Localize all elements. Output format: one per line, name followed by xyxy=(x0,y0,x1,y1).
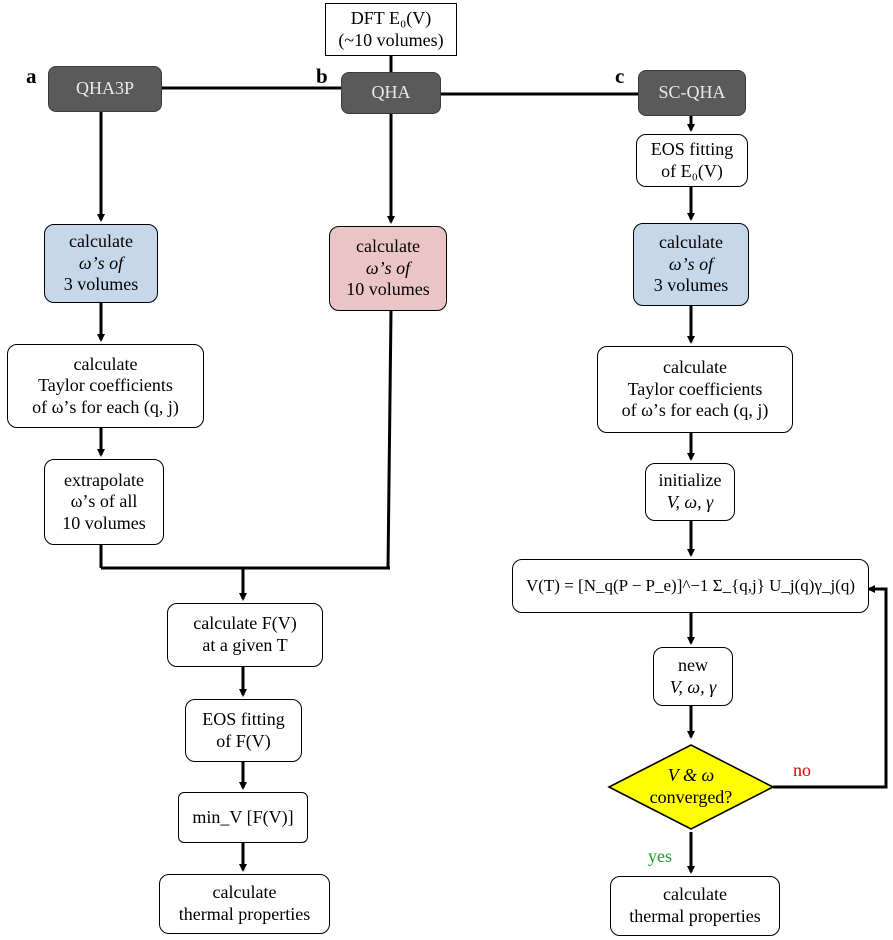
yes-label: yes xyxy=(648,846,672,866)
converged-diamond xyxy=(607,744,775,830)
line-qhacalc-down xyxy=(386,310,393,569)
colA-calc-box: calculate ω’s of 3 volumes xyxy=(44,224,158,303)
colC-eos-box: EOS fitting of E₀(V) xyxy=(636,134,748,187)
label-c: c xyxy=(615,64,625,88)
header-scqha: SC-QHA xyxy=(638,70,746,116)
colC-taylor-box: calculate Taylor coefficients of ω’s for… xyxy=(597,346,793,433)
arrow-no-loop xyxy=(773,585,888,789)
label-b: b xyxy=(316,64,328,88)
dft-box: DFT E₀(V) (~10 volumes) xyxy=(325,3,457,56)
colB-free-box: calculate F(V) at a given T xyxy=(167,603,323,667)
header-qha: QHA xyxy=(341,72,441,114)
colC-thermal-box: calculate thermal properties xyxy=(610,876,780,936)
colB-thermal-box: calculate thermal properties xyxy=(159,874,330,934)
header-qha3p: QHA3P xyxy=(48,66,162,112)
converged-label: V & ω converged? xyxy=(649,765,733,807)
colB-calc-box: calculate ω’s of 10 volumes xyxy=(329,226,447,311)
colC-new-box: new V, ω, γ xyxy=(653,647,733,706)
colC-equation-box: V(T) = [N_q(P − P_e)]^−1 Σ_{q,j} U_j(q)γ… xyxy=(512,559,869,613)
label-a: a xyxy=(26,64,37,88)
no-label: no xyxy=(793,760,811,780)
colA-taylor-box: calculate Taylor coefficients of ω’s for… xyxy=(7,344,204,428)
colC-calc-box: calculate ω’s of 3 volumes xyxy=(633,223,749,306)
colB-eos-box: EOS fitting of F(V) xyxy=(185,699,302,762)
colB-min-box: min_V [F(V)] xyxy=(178,792,308,843)
colC-init-box: initialize V, ω, γ xyxy=(645,463,735,521)
colA-extrap-box: extrapolate ω’s of all 10 volumes xyxy=(44,459,164,545)
